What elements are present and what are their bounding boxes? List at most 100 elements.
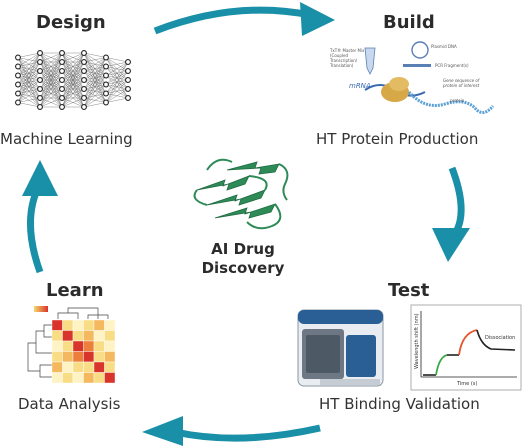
heatmap-cell bbox=[93, 361, 105, 373]
heatmap-cell bbox=[83, 340, 95, 352]
nn-edge bbox=[61, 79, 85, 108]
heatmap-cell bbox=[104, 319, 116, 331]
nn-edge bbox=[17, 102, 41, 108]
heatmap-cell bbox=[51, 361, 63, 373]
nn-edge bbox=[17, 52, 41, 58]
master-mix-label-2: (Coupled bbox=[330, 53, 348, 58]
nn-node bbox=[15, 90, 21, 97]
nn-edge bbox=[17, 88, 41, 103]
arrow-design-to-build bbox=[153, 6, 311, 35]
nn-node bbox=[125, 59, 131, 65]
nn-edge bbox=[17, 97, 41, 103]
heatmap-cell bbox=[104, 340, 116, 352]
nn-edge bbox=[17, 52, 41, 103]
nn-edge bbox=[61, 88, 85, 108]
nn-node bbox=[81, 68, 87, 74]
nn-edge bbox=[105, 61, 129, 94]
nn-edge bbox=[39, 61, 63, 108]
nn-node bbox=[59, 95, 65, 101]
heatmap-cell bbox=[83, 319, 95, 331]
nn-node bbox=[15, 63, 21, 70]
arrow-test-to-learn bbox=[174, 424, 321, 442]
nn-node bbox=[37, 59, 43, 65]
nn-node bbox=[81, 86, 87, 92]
heatmap-cell bbox=[62, 330, 74, 342]
tube-icon bbox=[364, 47, 376, 75]
heatmap-cell bbox=[51, 319, 63, 331]
nn-edge bbox=[61, 70, 85, 108]
nn-node bbox=[103, 99, 109, 106]
arrowhead-design-to-build bbox=[300, 2, 335, 36]
arrowhead-test-to-learn bbox=[142, 416, 183, 446]
binding-sensorgram-chart: Dissociation Time (s) Wavelength shift (… bbox=[410, 304, 522, 391]
nn-node bbox=[81, 104, 87, 110]
nn-edge bbox=[105, 57, 129, 63]
nn-edge bbox=[61, 52, 85, 63]
gene-label-2: protein of interest bbox=[442, 83, 480, 88]
protein-structure-icon bbox=[193, 158, 289, 230]
heatmap-cell bbox=[51, 372, 63, 384]
nn-edge bbox=[83, 57, 107, 72]
learn-subtitle: Data Analysis bbox=[18, 395, 121, 413]
nn-edge bbox=[39, 88, 63, 108]
heatmap-cell bbox=[93, 372, 105, 384]
center-label: AI Drug Discovery bbox=[201, 240, 285, 278]
nn-node bbox=[103, 54, 109, 61]
pcr-label: PCR Fragment(s) bbox=[435, 63, 469, 68]
master-mix-label: TxT® Master Mix bbox=[329, 48, 365, 53]
heatmap-cell bbox=[93, 340, 105, 352]
center-label-line1: AI Drug bbox=[211, 240, 275, 258]
protein-synthesis-illustration: mRNA Plasmid DNA PCR Fragment(s) TxT® Ma… bbox=[329, 41, 495, 114]
nn-node bbox=[81, 59, 87, 65]
nn-node bbox=[37, 104, 43, 110]
instrument-icon bbox=[297, 309, 384, 387]
dendrogram-top bbox=[57, 307, 109, 319]
nn-node bbox=[59, 77, 65, 83]
nn-edge bbox=[61, 52, 85, 99]
nn-edge bbox=[61, 52, 85, 108]
heatmap-cell bbox=[62, 372, 74, 384]
loading-trace bbox=[435, 354, 448, 376]
nn-node bbox=[37, 77, 43, 83]
nn-edge bbox=[83, 52, 107, 58]
heatmap-cell bbox=[72, 340, 84, 352]
nn-edge bbox=[17, 70, 41, 103]
nn-edge bbox=[83, 84, 107, 108]
nn-edge bbox=[17, 61, 41, 103]
arrowhead-build-to-test bbox=[432, 228, 470, 262]
heatmap-cell bbox=[72, 330, 84, 342]
nn-node bbox=[59, 86, 65, 92]
plasmid-icon bbox=[411, 41, 429, 59]
nn-edge bbox=[83, 57, 107, 81]
nn-edge bbox=[61, 52, 85, 72]
nn-edge bbox=[83, 102, 107, 108]
build-subtitle: HT Protein Production bbox=[316, 130, 479, 148]
x-axis-label: Time (s) bbox=[456, 381, 477, 387]
nn-node bbox=[125, 95, 131, 101]
nn-node bbox=[59, 68, 65, 74]
nn-edge bbox=[39, 52, 63, 99]
learn-title: Learn bbox=[46, 280, 104, 301]
nn-edge bbox=[83, 66, 107, 108]
nn-edge bbox=[39, 52, 63, 81]
nn-node bbox=[59, 104, 65, 110]
heatmap-cell bbox=[62, 319, 74, 331]
nn-node bbox=[59, 59, 65, 65]
heatmap-cell bbox=[72, 372, 84, 384]
nn-edge bbox=[83, 75, 107, 108]
test-subtitle: HT Binding Validation bbox=[319, 395, 480, 413]
heatmap-cell bbox=[83, 351, 95, 363]
nn-edge bbox=[105, 70, 129, 103]
nn-edge bbox=[17, 52, 41, 85]
build-title: Build bbox=[383, 12, 435, 33]
master-mix-label-4: Translation) bbox=[329, 63, 354, 68]
nn-edge bbox=[105, 88, 129, 103]
nn-node bbox=[103, 81, 109, 88]
heatmap-cell bbox=[104, 361, 116, 373]
nn-node bbox=[15, 81, 21, 88]
association-trace bbox=[458, 329, 478, 356]
nn-node bbox=[37, 95, 43, 101]
dissociation-trace bbox=[476, 329, 516, 351]
nn-edge bbox=[61, 61, 85, 108]
nn-node bbox=[15, 54, 21, 61]
